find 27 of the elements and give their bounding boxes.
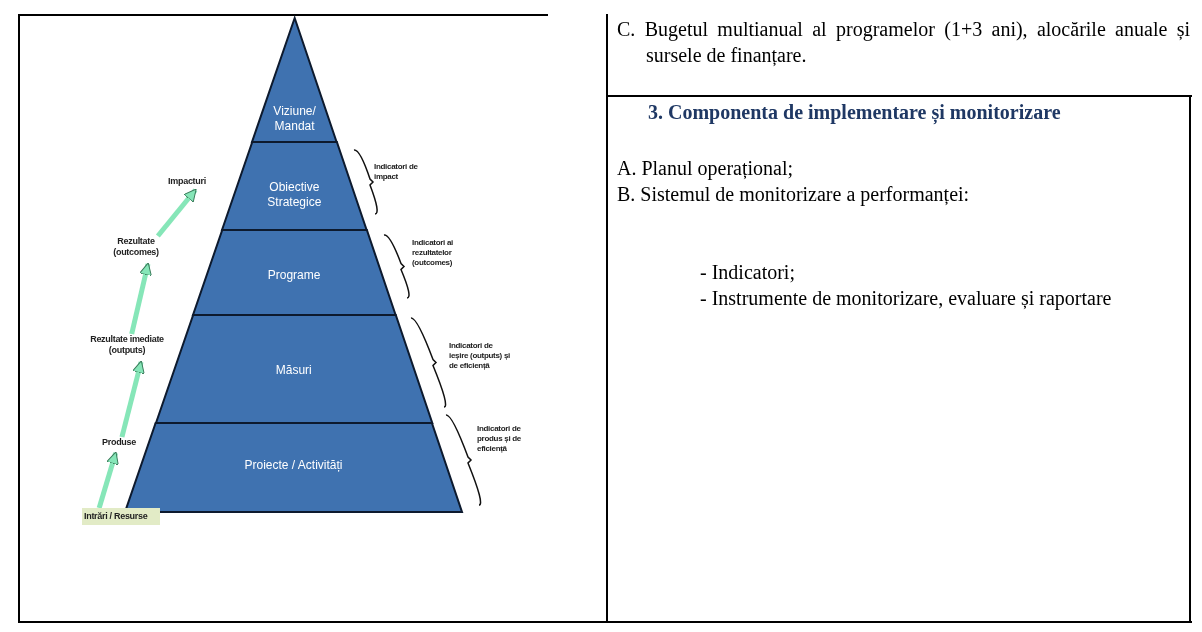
stage-label: Rezultate (outcomes)	[110, 236, 162, 264]
pyramid-level	[222, 142, 367, 230]
level-label: Viziune/ Mandat	[272, 104, 317, 134]
indicator-label: Indicatori de produs și de eficiență	[477, 424, 522, 454]
stage-label: Rezultate imediate (outputs)	[88, 334, 166, 362]
arrow	[119, 360, 145, 438]
level-label: Programe	[266, 268, 322, 283]
arrow	[155, 188, 198, 238]
list-item: A. Planul operațional;	[617, 156, 795, 181]
pyramid-level	[252, 18, 337, 142]
pyramid-level	[192, 230, 396, 315]
level-label: Proiecte / Activități	[243, 458, 344, 473]
level-label: Obiective Strategice	[266, 180, 323, 210]
stage-label: Impacturi	[166, 176, 208, 190]
indicator-label: Indicatori ai rezultatelor (outcomes)	[412, 238, 454, 268]
level-label: Măsuri	[274, 363, 313, 378]
arrow	[129, 262, 152, 335]
list-item: - Indicatori;	[700, 260, 796, 285]
indicator-label: Indicatori de impact	[374, 162, 419, 182]
section-heading: 3. Componenta de implementare și monitorizare	[648, 100, 1062, 125]
arrow	[96, 451, 119, 509]
paragraph: C. Bugetul multianual al programelor (1+3 ani), alocările anuale și sursele de finanțare.	[617, 17, 1190, 68]
indicator-label: Indicatori de ieșire (outputs) și de eficiență	[449, 341, 511, 371]
list-item: B. Sistemul de monitorizare a performanței:	[617, 182, 971, 207]
stage-label: Produse	[98, 437, 140, 453]
resource-box: Intrări / Resurse	[82, 508, 160, 525]
list-item: - Instrumente de monitorizare, evaluare și raportare	[700, 286, 1113, 311]
